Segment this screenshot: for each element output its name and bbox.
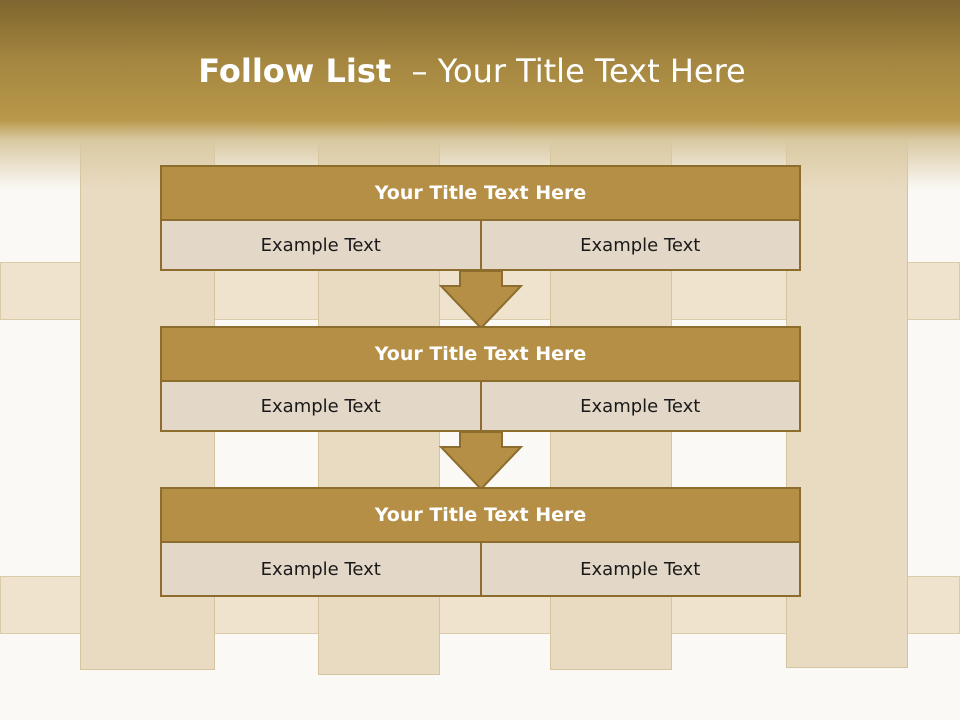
step-block-3: Your Title Text Here Example Text Exampl… <box>160 487 801 597</box>
step-block-1: Your Title Text Here Example Text Exampl… <box>160 165 801 271</box>
step-title: Your Title Text Here <box>160 165 801 221</box>
header-band <box>0 0 960 190</box>
step-title: Your Title Text Here <box>160 487 801 543</box>
down-arrow-icon <box>438 431 524 491</box>
step-row: Example Text Example Text <box>160 221 801 271</box>
slide-title-bold: Follow List <box>198 52 392 90</box>
step-block-2: Your Title Text Here Example Text Exampl… <box>160 326 801 432</box>
step-row: Example Text Example Text <box>160 382 801 432</box>
step-cell-left: Example Text <box>160 221 482 271</box>
slide-title: Follow List – Your Title Text Here <box>0 52 944 90</box>
step-cell-right: Example Text <box>481 382 801 432</box>
step-row: Example Text Example Text <box>160 543 801 597</box>
slide-title-rest: – Your Title Text Here <box>411 52 746 90</box>
down-arrow-icon <box>438 270 524 330</box>
step-cell-left: Example Text <box>160 543 482 597</box>
step-cell-right: Example Text <box>481 543 801 597</box>
step-title: Your Title Text Here <box>160 326 801 382</box>
step-cell-right: Example Text <box>481 221 801 271</box>
step-cell-left: Example Text <box>160 382 482 432</box>
